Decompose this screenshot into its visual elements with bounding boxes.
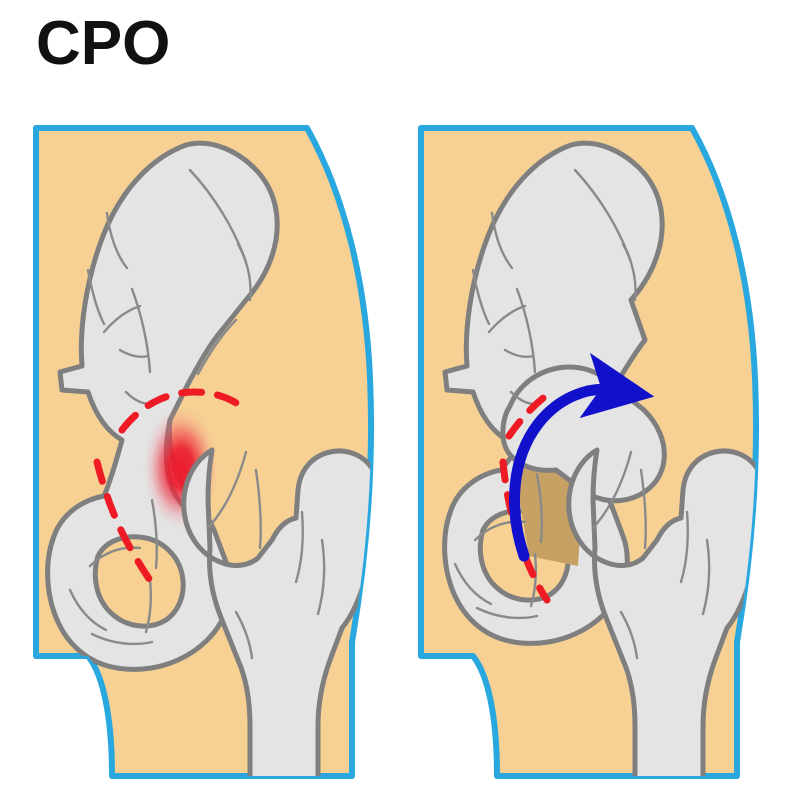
pelvis-detail-lines [68,168,252,646]
obturator-foramen [92,534,186,629]
pelvis-bone [45,140,280,672]
osteotomy-line-superior [505,388,555,440]
femur-detail-lines [591,450,711,660]
panel-after [418,125,760,779]
rotation-arrow[interactable] [509,352,655,562]
bone-gap-inferior [513,452,581,566]
pelvis-detail-lines [453,168,637,620]
femur-bone [181,447,372,776]
panel-before [33,125,375,779]
femur-detail-lines [206,450,326,660]
femur-bone [566,447,757,776]
osteotomy-line-superior [118,388,250,434]
osteotomy-line-inferior [93,458,161,594]
page-title: CPO [36,9,171,78]
